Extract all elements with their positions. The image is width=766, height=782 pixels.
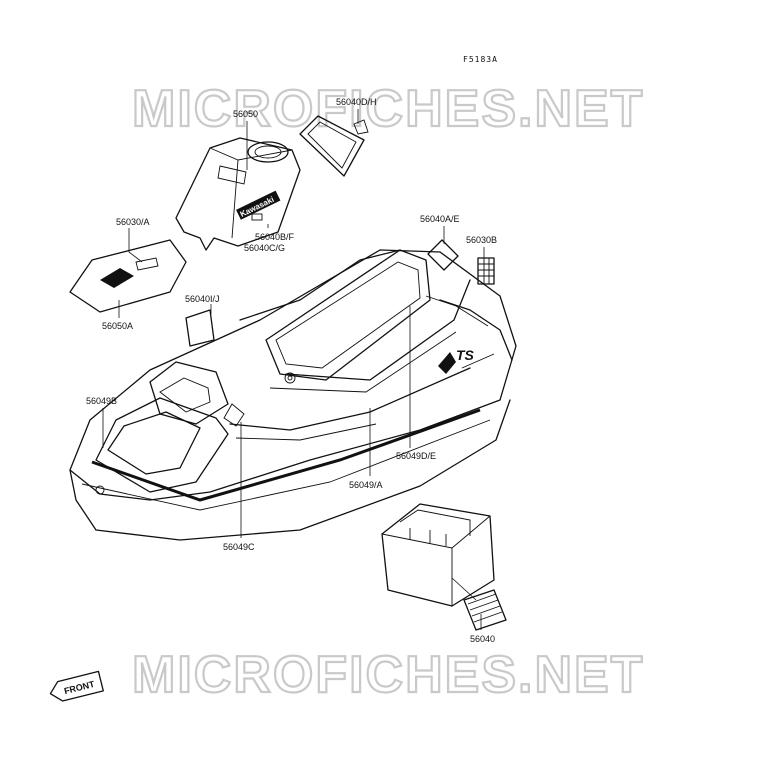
watermark-top: MICROFICHES.NET bbox=[132, 80, 644, 138]
battery-box bbox=[381, 503, 507, 631]
label-56049DE: 56049D/E bbox=[396, 451, 436, 461]
label-56049C: 56049C bbox=[223, 542, 255, 552]
label-56040AE: 56040A/E bbox=[420, 214, 460, 224]
label-56049B: 56049B bbox=[86, 396, 117, 406]
hatch-cover bbox=[299, 115, 369, 177]
front-arrow-badge: FRONT bbox=[49, 670, 104, 702]
decal-56040AE bbox=[427, 239, 459, 271]
label-56040CG: 56040C/G bbox=[244, 243, 285, 253]
label-56040DH: 56040D/H bbox=[336, 97, 377, 107]
watermark-bottom: MICROFICHES.NET bbox=[132, 646, 644, 704]
label-56049A: 56049/A bbox=[349, 480, 383, 490]
label-56040IJ: 56040I/J bbox=[185, 294, 220, 304]
hull-graphic-text: TS bbox=[456, 347, 475, 363]
seat-cushion bbox=[69, 239, 187, 313]
label-56040: 56040 bbox=[470, 634, 495, 644]
label-56040BF: 56040B/F bbox=[255, 232, 295, 242]
label-56030B: 56030B bbox=[466, 235, 497, 245]
seat-graphic bbox=[100, 268, 134, 288]
decal-56040IJ bbox=[185, 309, 215, 347]
label-56050: 56050 bbox=[233, 109, 258, 119]
jetski-hull: TS bbox=[69, 249, 517, 541]
decal-56030B bbox=[477, 257, 495, 285]
cover-small-decal bbox=[251, 213, 263, 221]
figure-code: F5183A bbox=[463, 55, 498, 64]
label-56050A: 56050A bbox=[102, 321, 133, 331]
battery-decal bbox=[463, 589, 507, 631]
label-56030A: 56030/A bbox=[116, 217, 150, 227]
